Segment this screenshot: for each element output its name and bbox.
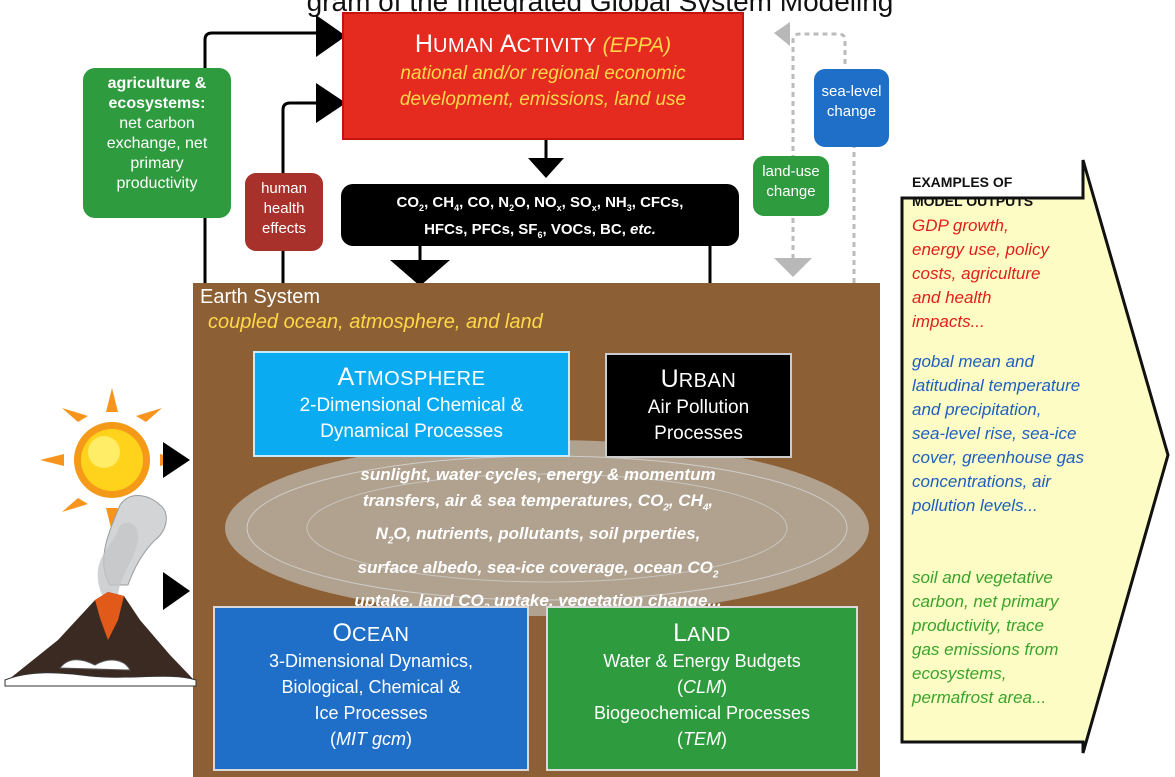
sea-level-change-box: sea-level change <box>814 69 889 147</box>
atmosphere-title: ATMOSPHERE <box>337 363 486 391</box>
emissions-box: CO2, CH4, CO, N2O, NOx, SOx, NH3, CFCs, … <box>341 184 739 246</box>
outputs-climate: gobal mean and latitudinal temperature a… <box>912 352 1085 515</box>
human-activity-box: HUMAN ACTIVITY (EPPA) national and/or re… <box>342 12 744 140</box>
human-activity-desc-2: development, emissions, land use <box>399 89 687 110</box>
earth-system-title: Earth System <box>200 286 321 308</box>
land-title: LAND <box>673 619 731 647</box>
process-ellipse <box>225 440 869 616</box>
sun-input-arrow <box>163 442 190 478</box>
agriculture-feedback-box: agriculture & ecosystems: net carbon exc… <box>83 68 231 218</box>
outputs-economic: GDP growth, energy use, policy costs, ag… <box>912 216 1050 331</box>
health-feedback-arrow <box>316 83 346 123</box>
earth-system-subtitle: coupled ocean, atmosphere, and land <box>208 311 543 333</box>
health-feedback-line <box>281 101 320 283</box>
agri-feedback-arrow <box>316 15 346 57</box>
sealevel-arrow <box>774 22 790 46</box>
volcano-icon <box>4 495 197 687</box>
volcano-input-arrow <box>163 572 190 610</box>
ocean-title: OCEAN <box>332 619 410 647</box>
sun-icon <box>40 388 184 532</box>
emissions-line-1: CO2, CH4, CO, N2O, NOx, SOx, NH3, CFCs, <box>396 194 684 213</box>
landuse-arrow <box>774 258 812 277</box>
urban-box: URBAN Air Pollution Processes <box>605 353 792 458</box>
human-activity-title: HUMAN ACTIVITY (EPPA) <box>414 30 672 58</box>
health-effects-box: human health effects <box>245 173 323 251</box>
land-model-1: (CLM) <box>676 677 727 697</box>
ocean-box: OCEAN 3-Dimensional Dynamics, Biological… <box>213 606 529 771</box>
urban-title: URBAN <box>660 365 737 393</box>
examples-title: EXAMPLES OF MODEL OUTPUTS <box>912 174 1034 209</box>
land-model-2: (TEM) <box>677 729 727 749</box>
process-description: sunlight, water cycles, energy & momentu… <box>354 465 722 614</box>
human-activity-desc-1: national and/or regional economic <box>400 63 686 84</box>
land-use-change-box: land-use change <box>753 156 829 216</box>
emissions-line-2: HFCs, PFCs, SF6, VOCs, BC, etc. <box>424 221 656 240</box>
ocean-model: (MIT gcm) <box>330 729 412 749</box>
human-activity-model: (EPPA) <box>602 34 672 57</box>
emissions-to-atmos-arrow <box>390 260 450 286</box>
human-to-emissions-arrow <box>528 158 564 178</box>
atmosphere-box: ATMOSPHERE 2-Dimensional Chemical & Dyna… <box>253 351 570 457</box>
outputs-ecosystem: soil and vegetative carbon, net primary … <box>912 568 1059 707</box>
land-box: LAND Water & Energy Budgets (CLM) Biogeo… <box>546 606 858 771</box>
outputs-panel-shape <box>900 159 1170 754</box>
agri-feedback-line <box>203 31 320 283</box>
